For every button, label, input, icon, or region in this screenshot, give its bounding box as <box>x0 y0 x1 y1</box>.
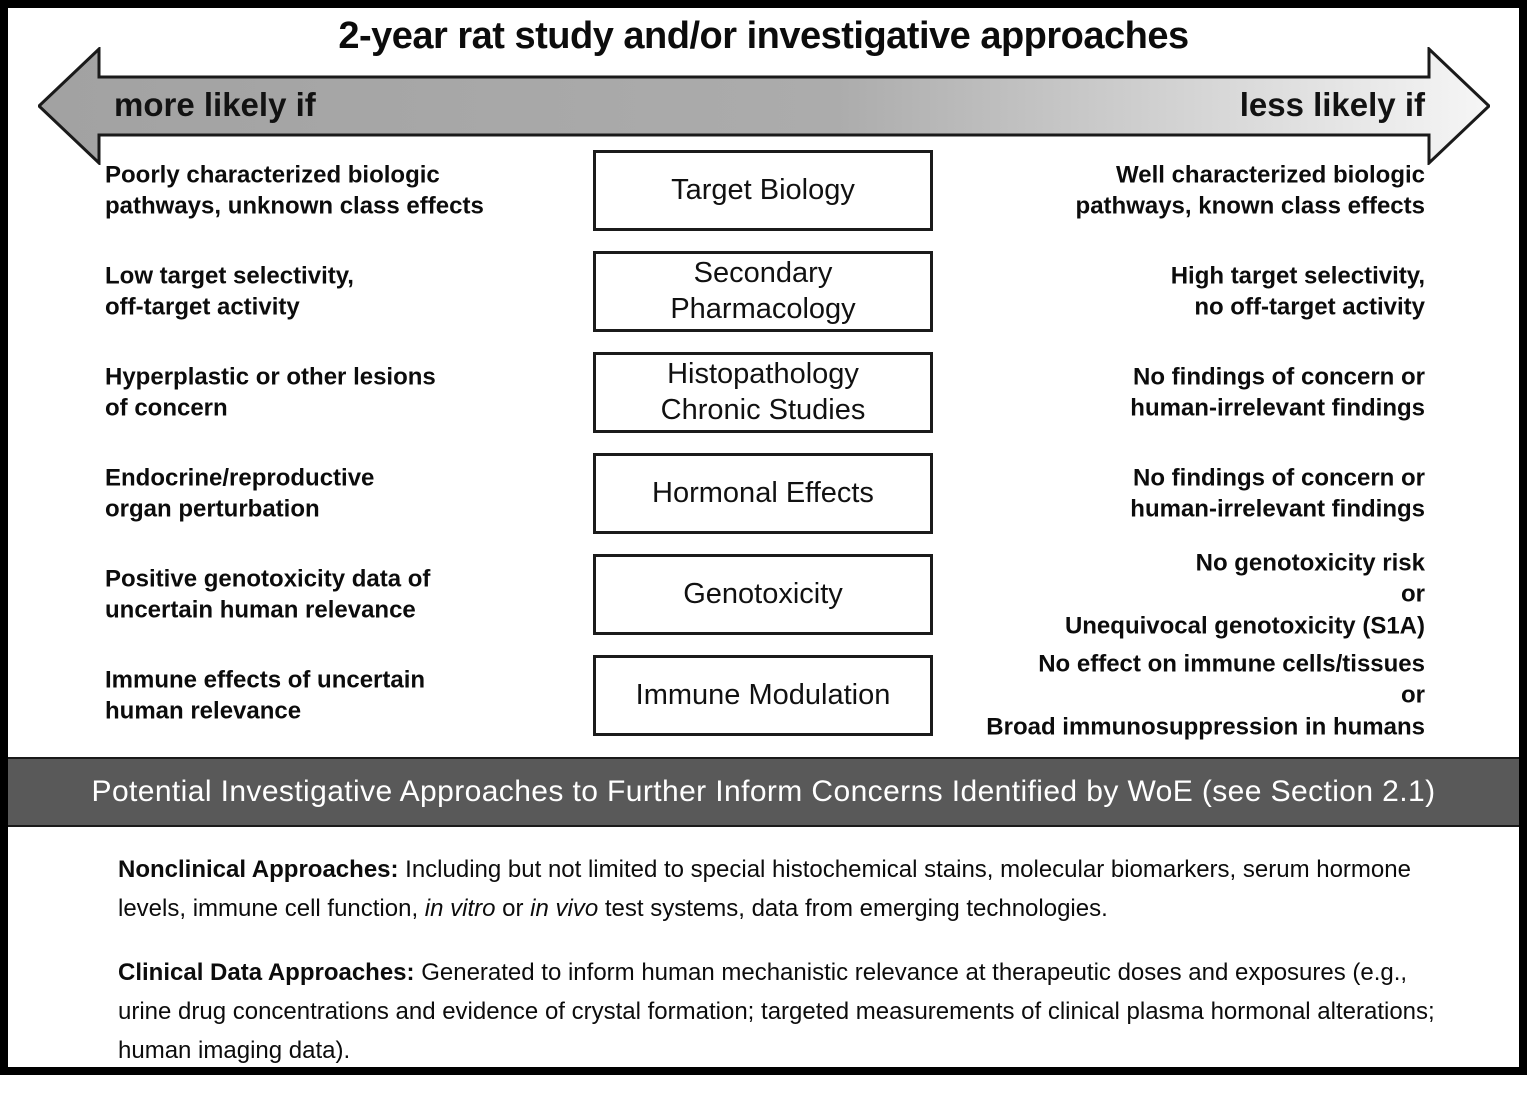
category-box-label: Immune Modulation <box>635 678 891 711</box>
more-likely-label: more likely if <box>114 86 316 123</box>
less-likely-label: less likely if <box>1239 86 1425 123</box>
evidence-rows: Poorly characterized biologic pathways, … <box>0 150 1527 756</box>
in-vitro-italic: in vitro <box>424 894 496 922</box>
banner-text: Potential Investigative Approaches to Fu… <box>91 775 1436 808</box>
row-hormonal-effects: Endocrine/reproductive organ perturbatio… <box>0 453 1527 534</box>
more-likely-text: Immune effects of uncertain human releva… <box>105 665 426 725</box>
nonclinical-text-3: test systems, data from emerging technol… <box>598 894 1108 922</box>
clinical-text: Generated to inform human mechanistic re… <box>118 958 1435 1064</box>
nonclinical-text-2: or <box>495 894 531 922</box>
more-likely-text: Hyperplastic or other lesions of concern <box>105 362 436 422</box>
bidirectional-arrow <box>38 47 1490 165</box>
row-genotoxicity: Positive genotoxicity data of uncertain … <box>0 549 1527 639</box>
less-likely-text: No findings of concern or human-irreleva… <box>1130 463 1425 523</box>
arrow-shape <box>38 47 1490 165</box>
row-target-biology: Poorly characterized biologic pathways, … <box>0 150 1527 231</box>
category-box-label: Genotoxicity <box>683 577 843 610</box>
more-likely-text: Endocrine/reproductive organ perturbatio… <box>105 463 375 523</box>
row-secondary-pharmacology: Low target selectivity, off-target activ… <box>0 251 1527 332</box>
less-likely-text: Well characterized biologic pathways, kn… <box>1075 160 1425 220</box>
approaches-section: Nonclinical Approaches: Including but no… <box>118 851 1436 1095</box>
clinical-approaches-paragraph: Clinical Data Approaches: Generated to i… <box>118 954 1436 1071</box>
category-box-label: Hormonal Effects <box>652 476 874 509</box>
category-box: Genotoxicity <box>593 554 933 635</box>
clinical-approaches-label: Clinical Data Approaches: <box>118 958 415 986</box>
more-likely-text: Poorly characterized biologic pathways, … <box>105 160 484 220</box>
category-box: Secondary Pharmacology <box>593 251 933 332</box>
less-likely-text: No findings of concern or human-irreleva… <box>1130 362 1425 422</box>
more-likely-text: Low target selectivity, off-target activ… <box>105 261 354 321</box>
category-box: Hormonal Effects <box>593 453 933 534</box>
less-likely-text: High target selectivity, no off-target a… <box>1170 261 1425 321</box>
nonclinical-approaches-label: Nonclinical Approaches: <box>118 856 399 883</box>
category-box-label: Target Biology <box>671 173 855 206</box>
row-histopathology-chronic-studies: Hyperplastic or other lesions of concern… <box>0 352 1527 433</box>
category-box-label: Histopathology Chronic Studies <box>660 358 866 426</box>
less-likely-text: No genotoxicity risk or Unequivocal geno… <box>1064 548 1425 640</box>
nonclinical-approaches-paragraph: Nonclinical Approaches: Including but no… <box>118 851 1436 929</box>
more-likely-text: Positive genotoxicity data of uncertain … <box>105 564 431 624</box>
category-box-label: Secondary Pharmacology <box>670 257 856 325</box>
figure-title: 2-year rat study and/or investigative ap… <box>338 15 1189 57</box>
in-vivo-italic: in vivo <box>530 894 599 922</box>
less-likely-text: No effect on immune cells/tissues or Bro… <box>986 649 1425 741</box>
nonclinical-text-1: Including but not limited to special his… <box>118 856 1411 922</box>
category-box: Target Biology <box>593 150 933 231</box>
category-box: Immune Modulation <box>593 655 933 736</box>
category-box: Histopathology Chronic Studies <box>593 352 933 433</box>
banner: Potential Investigative Approaches to Fu… <box>0 757 1527 827</box>
row-immune-modulation: Immune effects of uncertain human releva… <box>0 650 1527 740</box>
